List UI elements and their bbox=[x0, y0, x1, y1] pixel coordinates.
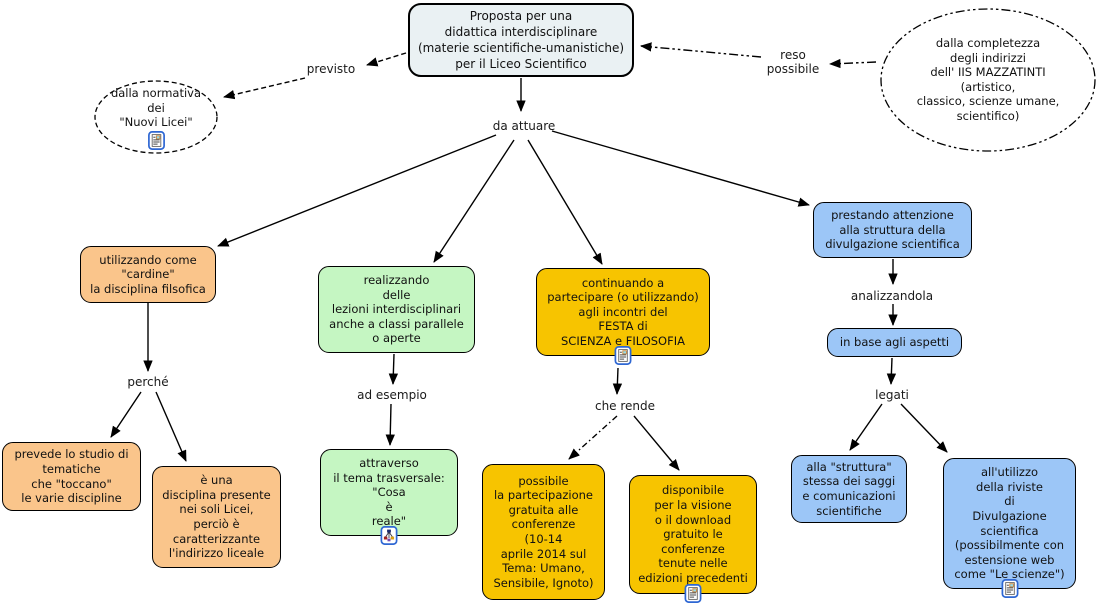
concept-utilizzo-text: all'utilizzo della riviste di Divulgazio… bbox=[954, 465, 1065, 582]
arrow-legati-to-utilizzo bbox=[900, 403, 948, 453]
concept-struttura[interactable]: alla "struttura" stessa dei saggi e comu… bbox=[791, 455, 907, 523]
concept-continuando[interactable]: continuando a partecipare (o utilizzando… bbox=[536, 268, 710, 365]
concept-disciplina[interactable]: è una disciplina presente nei soli Licei… bbox=[152, 466, 281, 568]
arrow-continuando-to-cherende bbox=[612, 367, 623, 395]
resource-icon[interactable] bbox=[147, 130, 165, 150]
link-previsto[interactable]: previsto bbox=[306, 62, 356, 76]
concept-normativa[interactable]: dalla normativa dei "Nuovi Licei" bbox=[96, 86, 216, 150]
arrow-adesempio-to-attraverso bbox=[385, 403, 395, 446]
arrow-previsto-to-normativa bbox=[223, 77, 306, 100]
concept-continuando-text: continuando a partecipare (o utilizzando… bbox=[547, 275, 699, 348]
arrow-aspetti-to-legati bbox=[886, 357, 897, 385]
arrow-da-attuare-to-cardine bbox=[217, 134, 497, 247]
concept-realizzando[interactable]: realizzando delle lezioni interdisciplin… bbox=[318, 266, 475, 353]
concept-attraverso[interactable]: attraverso il tema trasversale: "Cosa è … bbox=[320, 449, 458, 545]
link-da-attuare[interactable]: da attuare bbox=[492, 119, 556, 133]
concept-prevede[interactable]: prevede lo studio di tematiche che "tocc… bbox=[2, 442, 141, 511]
concept-attraverso-text: attraverso il tema trasversale: "Cosa è … bbox=[333, 456, 445, 529]
arrow-cherende-to-possibile bbox=[568, 415, 618, 460]
arrow-cherende-to-disponibile bbox=[633, 415, 680, 471]
concept-aspetti[interactable]: in base agli aspetti bbox=[827, 328, 962, 357]
arrow-legati-to-struttura bbox=[849, 403, 883, 451]
arrow-perche-to-prevede bbox=[110, 391, 142, 438]
concept-normativa-text: dalla normativa dei "Nuovi Licei" bbox=[110, 86, 202, 130]
concept-prestando[interactable]: prestando attenzione alla struttura dell… bbox=[813, 202, 972, 258]
concept-completezza-text: dalla completezza degli indirizzi dell' … bbox=[916, 36, 1060, 123]
link-analizzandola[interactable]: analizzandola bbox=[850, 289, 934, 303]
arrow-da-attuare-to-continuando bbox=[527, 139, 603, 265]
link-reso-possibile[interactable]: reso possibile bbox=[766, 48, 820, 76]
link-perche[interactable]: perché bbox=[127, 375, 169, 389]
link-ad-esempio[interactable]: ad esempio bbox=[357, 388, 427, 402]
concept-disponibile-text: disponibile per la visione o il download… bbox=[638, 483, 748, 585]
concept-map-icon[interactable] bbox=[380, 526, 398, 545]
arrow-perche-to-disciplina bbox=[155, 391, 187, 462]
arrow-realizzando-to-adesempio bbox=[388, 353, 399, 385]
arrow-da-attuare-to-prestando bbox=[551, 130, 810, 207]
resource-icon[interactable] bbox=[1001, 579, 1018, 598]
link-che-rende[interactable]: che rende bbox=[594, 399, 656, 413]
resource-icon[interactable] bbox=[684, 584, 702, 603]
link-legati[interactable]: legati bbox=[875, 388, 909, 402]
concept-proposta[interactable]: Proposta per una didattica interdiscipli… bbox=[408, 3, 634, 77]
resource-icon[interactable] bbox=[614, 346, 632, 365]
ellipse-completezza bbox=[880, 8, 1096, 152]
concept-possibile[interactable]: possibile la partecipazione gratuita all… bbox=[482, 464, 605, 600]
concept-utilizzo[interactable]: all'utilizzo della riviste di Divulgazio… bbox=[943, 458, 1076, 598]
arrow-da-attuare-to-realizzando bbox=[433, 139, 515, 263]
ellipse-normativa bbox=[94, 80, 218, 154]
concept-completezza[interactable]: dalla completezza degli indirizzi dell' … bbox=[880, 36, 1096, 124]
arrow-reso-to-main bbox=[640, 42, 762, 58]
concept-disponibile[interactable]: disponibile per la visione o il download… bbox=[629, 475, 757, 603]
arrow-completezza-to-reso bbox=[829, 58, 877, 69]
concept-cardine[interactable]: utilizzando come "cardine" la disciplina… bbox=[80, 246, 216, 303]
arrow-main-to-previsto bbox=[366, 52, 407, 67]
